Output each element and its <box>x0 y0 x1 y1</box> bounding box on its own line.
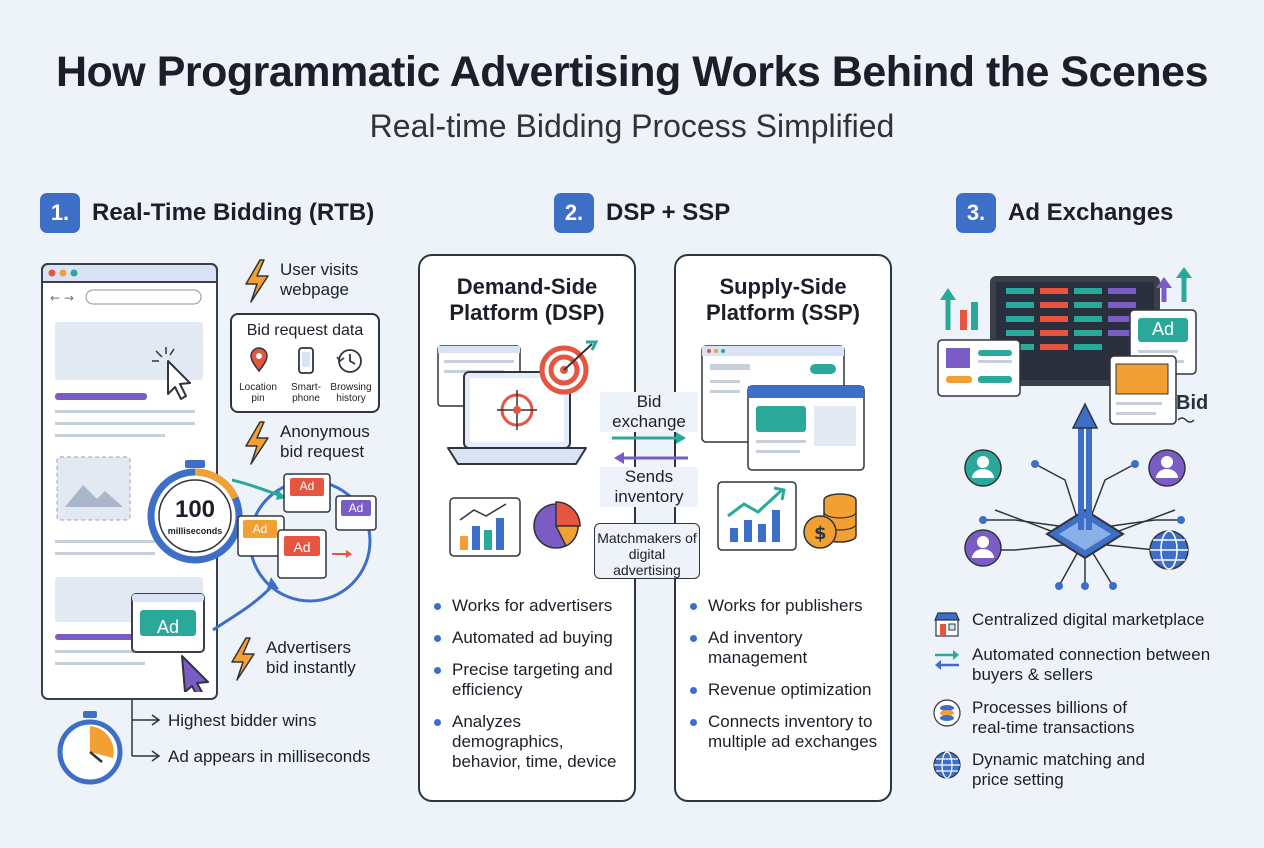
bid-item-history: Browsing history <box>330 382 372 404</box>
ssp-bullet: Works for publishers <box>690 596 886 616</box>
ad-bidding-cluster <box>232 473 377 603</box>
feature-text: Centralized digital marketplace <box>972 610 1205 629</box>
publisher-windows-illustration <box>701 345 865 471</box>
storefront-icon <box>934 612 960 637</box>
page-title: How Programmatic Advertising Works Behin… <box>55 48 1209 96</box>
cursor-icon <box>152 347 191 400</box>
ssp-bullets: Works for publishers Ad inventory manage… <box>690 596 886 764</box>
step-advertisers-bid: Advertisers bid instantly <box>266 638 356 677</box>
dsp-title: Demand-Side Platform (DSP) <box>449 274 605 325</box>
ssp-title: Supply-Side Platform (SSP) <box>705 274 861 325</box>
step-user-visits: User visits webpage <box>280 260 359 299</box>
section-2-title: DSP + SSP <box>606 199 731 226</box>
ad-bid-label: Ad <box>299 479 315 493</box>
analytics-charts-icon <box>449 497 581 557</box>
bid-item-smartphone: Smart-phone <box>291 382 321 404</box>
timer-value: 100 <box>174 496 216 523</box>
step-anonymous-bid-request: Anonymous bid request <box>280 422 370 461</box>
exchange-network-hub <box>964 402 1189 590</box>
lightning-icon <box>231 637 255 681</box>
feature-dynamic-matching: Dynamic matching and price setting <box>932 750 1222 790</box>
dsp-bullet: Precise targeting and efficiency <box>434 660 630 700</box>
location-pin-icon <box>250 347 268 373</box>
winning-bid-arrow <box>212 577 279 632</box>
ad-bid-label: Ad <box>252 522 268 536</box>
ssp-bullet: Connects inventory to multiple ad exchan… <box>690 712 886 752</box>
exchange-arrows <box>612 432 688 464</box>
dsp-bullet: Works for advertisers <box>434 596 630 616</box>
feature-automated-connection: Automated connection between buyers & se… <box>932 645 1222 685</box>
exchange-ad-label: Ad <box>1151 319 1175 339</box>
feature-transactions: Processes billions of real-time transact… <box>932 698 1222 738</box>
svg-text:$: $ <box>814 523 827 544</box>
ssp-bullet: Ad inventory management <box>690 628 886 668</box>
result-connector <box>131 700 161 762</box>
revenue-growth-icon: $ <box>717 481 857 551</box>
bid-item-location: Location pin <box>239 382 277 404</box>
lightning-icon <box>245 259 269 303</box>
dsp-bullets: Works for advertisers Automated ad buyin… <box>434 596 630 784</box>
ad-bid-label: Ad <box>348 501 364 515</box>
feature-text: Automated connection between buyers & se… <box>972 645 1211 684</box>
bid-exchange-label: Bid exchange <box>600 392 698 432</box>
ad-card-browser <box>131 593 209 692</box>
section-3-heading: 3. Ad Exchanges <box>956 193 1173 233</box>
feature-text: Dynamic matching and price setting <box>972 750 1145 789</box>
bid-request-title: Bid request data <box>246 322 364 339</box>
dsp-bullet: Automated ad buying <box>434 628 630 648</box>
section-2-number: 2. <box>554 193 594 233</box>
page-subtitle: Real-time Bidding Process Simplified <box>369 108 895 144</box>
section-1-number: 1. <box>40 193 80 233</box>
section-1-title: Real-Time Bidding (RTB) <box>92 199 375 226</box>
feature-text: Processes billions of real-time transact… <box>972 698 1135 737</box>
ad-bid-label: Ad <box>293 539 311 555</box>
coins-icon <box>933 699 961 727</box>
section-3-number: 3. <box>956 193 996 233</box>
lightning-icon <box>245 421 269 465</box>
exchange-arrows-icon <box>935 650 959 670</box>
sends-inventory-label: Sends inventory <box>600 467 698 507</box>
stopwatch-small-icon <box>57 711 123 785</box>
bid-request-data-box: Bid request data Location pin Smart-phon… <box>230 313 380 413</box>
ad-card-browser-label: Ad <box>156 617 180 637</box>
dsp-bullet: Analyzes demographics, behavior, time, d… <box>434 712 630 772</box>
globe-icon <box>933 751 961 779</box>
exchange-bid-label: Bid <box>1176 392 1209 414</box>
section-3-title: Ad Exchanges <box>1008 199 1174 226</box>
matchmakers-callout: Matchmakers of digital advertising <box>594 523 700 579</box>
section-1-heading: 1. Real-Time Bidding (RTB) <box>40 193 374 233</box>
section-2-heading: 2. DSP + SSP <box>554 193 730 233</box>
smartphone-icon <box>298 347 314 374</box>
svg-text:← →: ← → <box>50 291 74 305</box>
timer-unit: milliseconds <box>167 526 223 536</box>
history-icon <box>336 349 362 373</box>
feature-marketplace: Centralized digital marketplace <box>932 610 1204 640</box>
ssp-bullet: Revenue optimization <box>690 680 886 700</box>
result-ad-appears: Ad appears in milliseconds <box>168 747 371 766</box>
ad-exchange-dashboard-illustration <box>937 267 1197 425</box>
laptop-target-illustration <box>437 340 599 465</box>
result-highest-bidder: Highest bidder wins <box>168 711 317 730</box>
